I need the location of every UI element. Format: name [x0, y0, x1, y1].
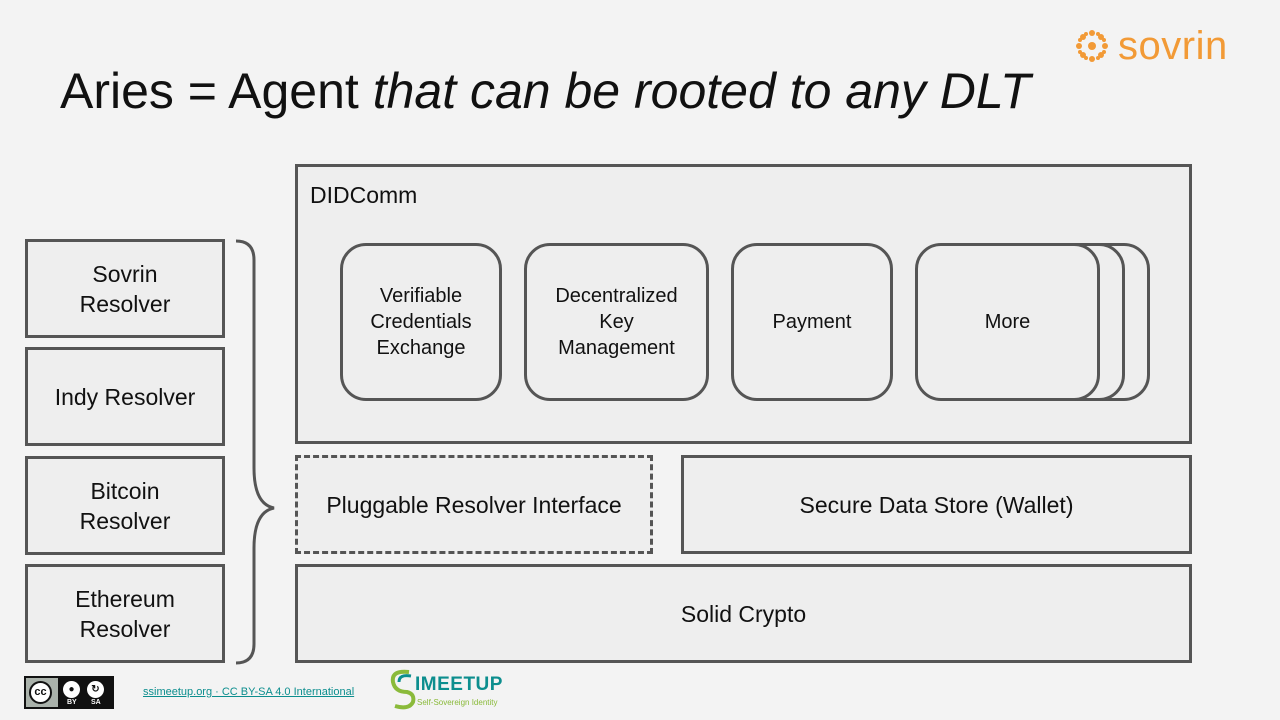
footer: cc ● ↻ BY SA ssimeetup.org · CC BY-SA 4.… — [0, 669, 1280, 716]
ethereum-resolver-box: Ethereum Resolver — [25, 564, 225, 663]
meetup-swirl-icon — [390, 669, 416, 710]
slide-title: Aries = Agent that can be rooted to any … — [60, 62, 1031, 120]
pluggable-resolver-interface-box: Pluggable Resolver Interface — [295, 455, 653, 554]
sovrin-resolver-label: Sovrin Resolver — [79, 260, 171, 317]
meetup-subtitle: Self-Sovereign Identity — [417, 698, 498, 707]
solid-crypto-label: Solid Crypto — [680, 600, 807, 627]
ethereum-resolver-label: Ethereum Resolver — [75, 585, 175, 642]
footer-license-link[interactable]: ssimeetup.org · CC BY-SA 4.0 Internation… — [143, 686, 355, 698]
indy-resolver-label: Indy Resolver — [54, 383, 196, 410]
card-verifiable-credentials-label: Verifiable Credentials Exchange — [370, 285, 472, 359]
sovrin-resolver-box: Sovrin Resolver — [25, 239, 225, 338]
curly-brace — [235, 239, 275, 665]
sovrin-flower-icon — [1076, 30, 1108, 62]
card-more: More — [915, 243, 1100, 401]
title-prefix: Aries = Agent — [60, 63, 373, 119]
cc-sa-text: SA — [91, 699, 101, 706]
sovrin-logo: sovrin — [1074, 20, 1228, 72]
cc-icon: cc — [29, 681, 52, 704]
cc-by-text: BY — [67, 699, 77, 706]
card-payment: Payment — [731, 243, 893, 401]
card-decentralized-key-management: Decentralized Key Management — [524, 243, 709, 401]
indy-resolver-box: Indy Resolver — [25, 347, 225, 446]
card-payment-label: Payment — [772, 311, 852, 333]
card-key-management-label: Decentralized Key Management — [555, 285, 678, 359]
meetup-wordmark: IMEETUP — [415, 674, 503, 695]
didcomm-frame: DIDComm Verifiable Credentials Exchange … — [295, 164, 1192, 444]
secure-data-store-box: Secure Data Store (Wallet) — [681, 455, 1192, 554]
person-icon: ● — [63, 681, 80, 698]
title-italic: that can be rooted to any DLT — [372, 63, 1031, 119]
solid-crypto-box: Solid Crypto — [295, 564, 1192, 663]
didcomm-label: DIDComm — [310, 182, 418, 208]
bitcoin-resolver-box: Bitcoin Resolver — [25, 456, 225, 555]
share-alike-icon: ↻ — [87, 681, 104, 698]
ssi-meetup-logo: IMEETUP Self-Sovereign Identity — [385, 666, 515, 714]
card-more-label: More — [984, 311, 1031, 333]
cc-license-badge: cc ● ↻ BY SA — [24, 676, 114, 709]
secure-data-store-label: Secure Data Store (Wallet) — [799, 491, 1074, 518]
bitcoin-resolver-label: Bitcoin Resolver — [79, 477, 171, 534]
pluggable-resolver-interface-label: Pluggable Resolver Interface — [326, 491, 622, 518]
sovrin-wordmark: sovrin — [1118, 23, 1228, 68]
card-verifiable-credentials: Verifiable Credentials Exchange — [340, 243, 502, 401]
